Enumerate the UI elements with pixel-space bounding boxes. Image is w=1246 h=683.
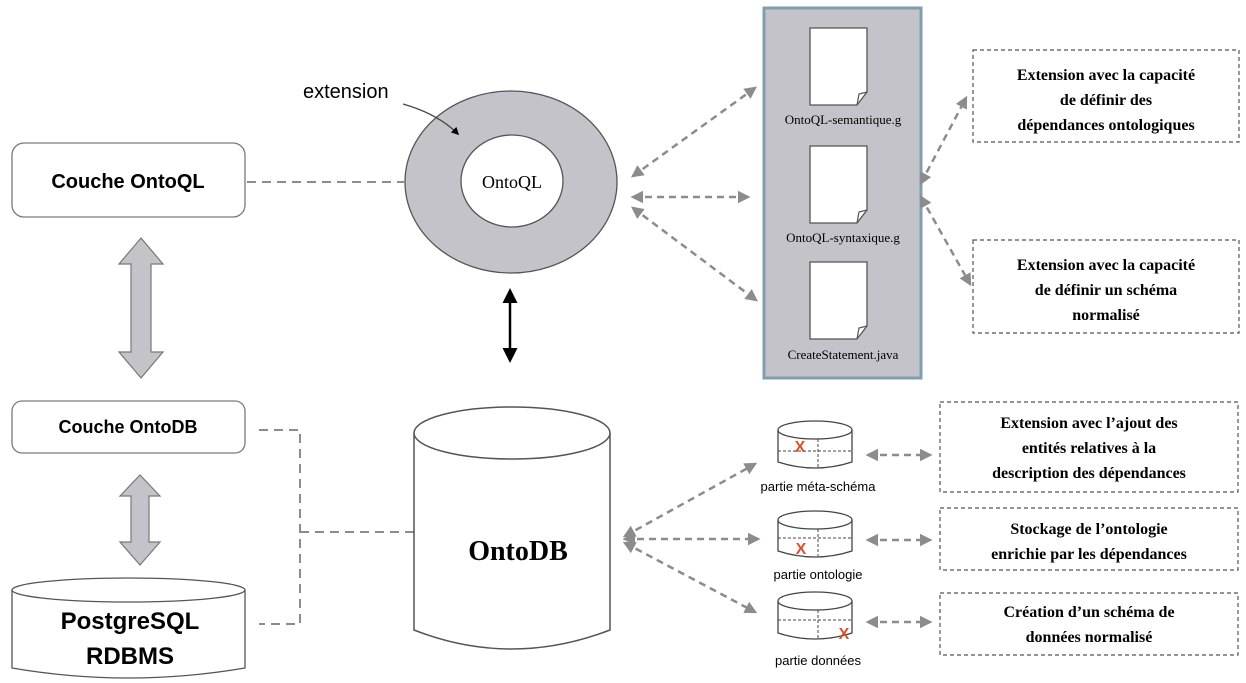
- extension-line: Création d’un schéma de: [1003, 604, 1174, 621]
- db-part-label: partie données: [775, 653, 862, 668]
- db-part-arrows: [622, 462, 761, 614]
- connector-ontodb-rdbms: [259, 429, 414, 625]
- extension-line: Extension avec l’ajout des: [1000, 415, 1177, 432]
- extension-line: enrichie par les dépendances: [991, 546, 1187, 563]
- file-icon: [809, 261, 868, 340]
- layer-ontoql: Couche OntoQL: [11, 142, 246, 218]
- db-extension-arrows: [865, 448, 933, 629]
- file-label: OntoQL-semantique.g: [785, 112, 902, 127]
- layer-ontodb-label: Couche OntoDB: [59, 417, 198, 437]
- ontoql-ring: OntoQL: [404, 90, 618, 274]
- db-part-meta-schema: X: [777, 420, 853, 469]
- marker-x: X: [796, 541, 807, 558]
- extension-line: dépendances ontologiques: [1017, 117, 1194, 134]
- extension-box: Extension avec la capacité de définir de…: [972, 49, 1240, 143]
- layer-rdbms-line2: RDBMS: [86, 643, 174, 670]
- extension-box: Extension avec l’ajout des entités relat…: [939, 401, 1239, 493]
- db-part-ontologie: X: [777, 510, 853, 558]
- extension-label: extension: [303, 81, 389, 103]
- layer-rdbms: PostgreSQL RDBMS: [11, 577, 246, 679]
- extension-line: données normalisé: [1026, 629, 1153, 646]
- ring-file-arrows: [630, 86, 759, 302]
- extension-line: Extension avec la capacité: [1017, 67, 1195, 84]
- file-icon: [809, 27, 868, 106]
- double-arrow-ontodb-rdbms: [118, 474, 162, 566]
- extension-line: Stockage de l’ontologie: [1010, 521, 1167, 538]
- ontoql-center-label: OntoQL: [482, 172, 542, 192]
- layer-ontodb: Couche OntoDB: [11, 400, 246, 454]
- db-part-label: partie méta-schéma: [761, 479, 877, 494]
- file-extension-arrows: [919, 95, 972, 287]
- extension-line: normalisé: [1072, 307, 1140, 324]
- extension-line: Extension avec la capacité: [1017, 257, 1195, 274]
- extension-pointer: [402, 103, 460, 136]
- layer-rdbms-line1: PostgreSQL: [61, 608, 200, 635]
- db-part-donnees: X: [777, 591, 853, 643]
- double-arrow-ontoql-ontodb: [117, 237, 165, 379]
- extension-box: Stockage de l’ontologie enrichie par les…: [939, 507, 1239, 571]
- file-label: OntoQL-syntaxique.g: [786, 230, 900, 245]
- file-icon: [809, 145, 868, 224]
- marker-x: X: [795, 439, 806, 456]
- layer-ontoql-label: Couche OntoQL: [51, 171, 204, 193]
- ontodb-label: OntoDB: [468, 536, 568, 567]
- extension-box: Création d’un schéma de données normalis…: [939, 592, 1239, 656]
- db-part-label: partie ontologie: [774, 567, 863, 582]
- extension-line: de définir un schéma: [1035, 282, 1177, 299]
- extension-line: description des dépendances: [992, 465, 1186, 482]
- ontodb-cylinder: OntoDB: [413, 406, 611, 650]
- extension-line: de définir des: [1060, 92, 1152, 109]
- extension-box: Extension avec la capacité de définir un…: [972, 239, 1240, 334]
- marker-x: X: [839, 626, 850, 643]
- file-label: CreateStatement.java: [788, 347, 899, 362]
- extension-line: entités relatives à la: [1022, 440, 1156, 457]
